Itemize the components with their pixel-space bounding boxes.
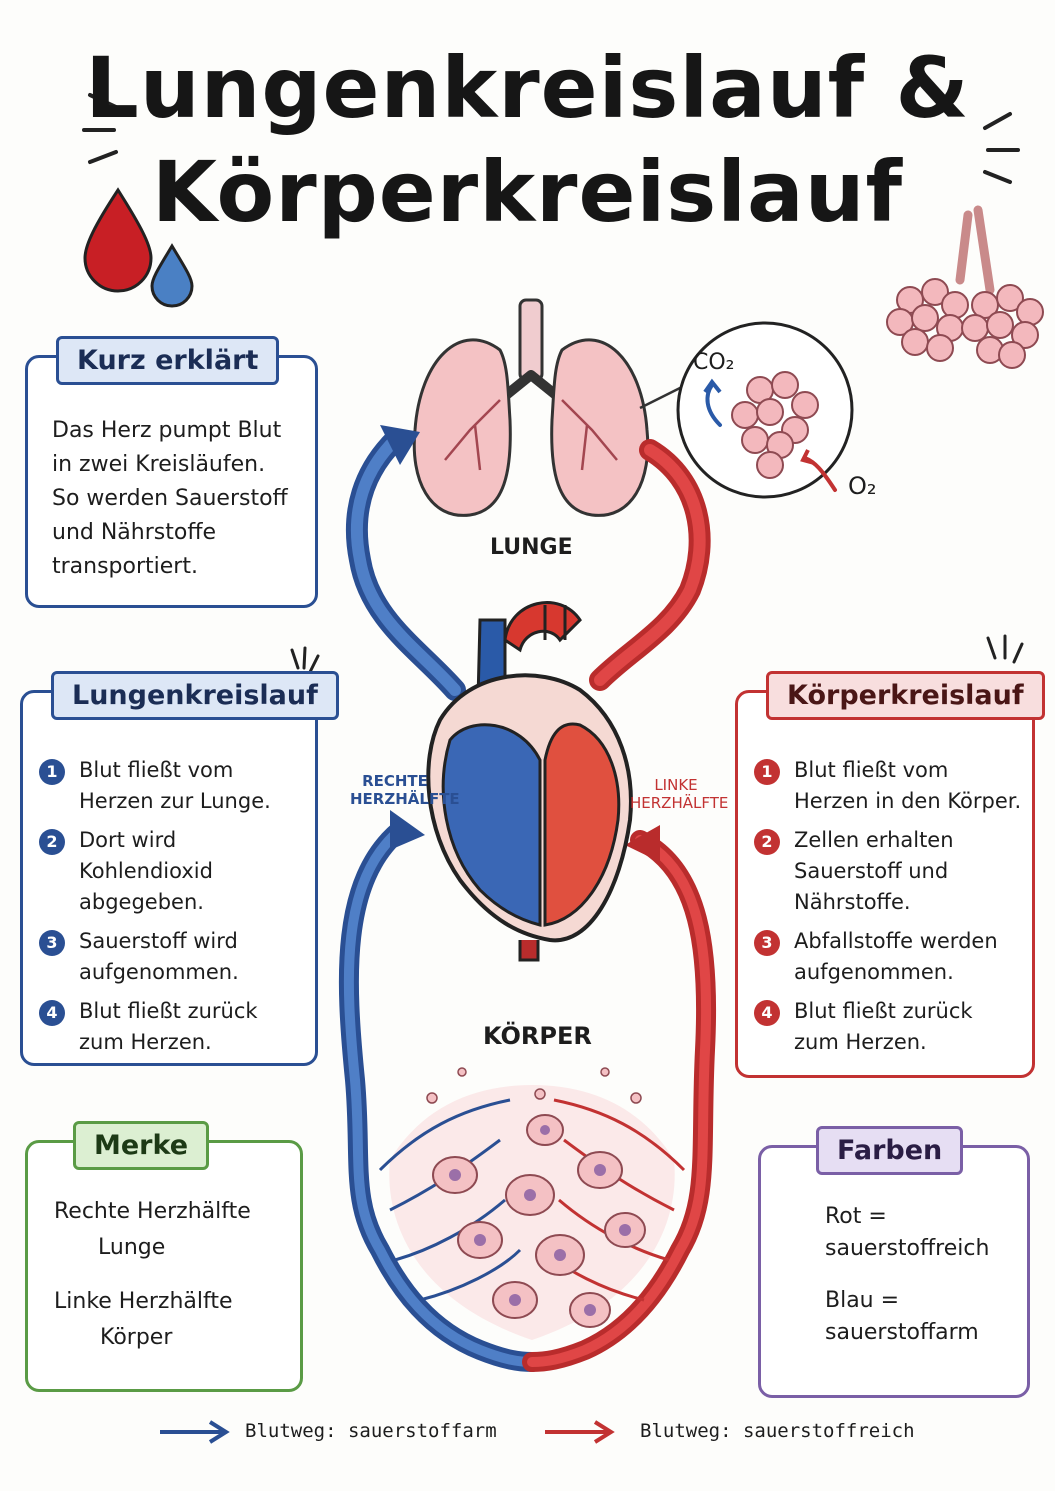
page-title-line1: Lungenkreislauf & (85, 39, 970, 137)
blue-drop-icon (150, 243, 194, 308)
alveoli-cluster-icon (886, 205, 1044, 369)
kurz-line: transportiert. (52, 554, 198, 579)
merke-arrow2: Körper (100, 1325, 173, 1350)
list-item: 4 Blut fließt zurück zum Herzen. (39, 996, 303, 1058)
linke-label-line1: LINKE (654, 776, 698, 794)
step-text: Abfallstoffe werden aufgenommen. (794, 929, 998, 984)
body-tissue (378, 1067, 686, 1340)
list-item: 1 Blut fließt vom Herzen zur Lunge. (39, 755, 303, 817)
step-number: 1 (39, 759, 65, 785)
rechte-label-line1: RECHTE (362, 772, 428, 790)
legend-blue-arrow (160, 1420, 230, 1444)
koerperkreislauf-box: Körperkreislauf 1 Blut fließt vom Herzen … (735, 671, 1045, 1078)
koerper-label: KÖRPER (483, 1022, 592, 1050)
lunge-label: LUNGE (490, 535, 573, 560)
merke-heading: Merke (73, 1121, 210, 1170)
rechte-herzhaelfte-label: RECHTE HERZHÄLFTE (350, 772, 460, 808)
step-text: Blut fließt zurück zum Herzen. (794, 999, 973, 1054)
list-item: 3 Abfallstoffe werden aufgenommen. (754, 926, 1024, 988)
rechte-label-line2: HERZHÄLFTE (350, 790, 460, 808)
koerperkreislauf-heading: Körperkreislauf (766, 671, 1045, 720)
farben-box: Farben Rot = sauerstoffreich Blau = saue… (758, 1126, 1030, 1398)
list-item: 1 Blut fließt vom Herzen in den Körper. (754, 755, 1024, 817)
legend-red-arrow (545, 1420, 615, 1444)
merke-line2: Linke Herzhälfte (54, 1289, 233, 1314)
lungenkreislauf-steps: 1 Blut fließt vom Herzen zur Lunge. 2 Dort… (39, 755, 303, 1066)
title-strokes (82, 93, 1020, 184)
linke-herzhaelfte-label: LINKE HERZHÄLFTE (630, 776, 729, 812)
step-text: Zellen erhalten Sauerstoff und Nährstoff… (794, 828, 954, 914)
list-item: 4 Blut fließt zurück zum Herzen. (754, 996, 1024, 1058)
red-drop-icon (83, 187, 153, 293)
step-text: Blut fließt vom Herzen zur Lunge. (79, 758, 271, 813)
lungenkreislauf-box: Lungenkreislauf 1 Blut fließt vom Herzen … (20, 671, 339, 1066)
o2-label: O₂ (848, 472, 877, 500)
step-number: 4 (39, 1000, 65, 1026)
step-text: Blut fließt vom Herzen in den Körper. (794, 758, 1022, 813)
zoom-line (639, 386, 681, 410)
kurz-erklaert-text: Das Herz pumpt Blut in zwei Kreisläufen.… (52, 414, 288, 584)
co2-label: CO₂ (693, 350, 735, 375)
lungs-icon (412, 298, 650, 517)
kurz-line: in zwei Kreisläufen. (52, 452, 266, 477)
step-number: 3 (39, 930, 65, 956)
legend-red-text: Blutweg: sauerstoffreich (640, 1420, 915, 1442)
alveoli-zoom-icon (731, 371, 819, 479)
step-text: Dort wird Kohlendioxid abgegeben. (79, 828, 213, 914)
merke-arrow1: Lunge (98, 1235, 166, 1260)
farben-rot-1: Rot = (825, 1204, 887, 1229)
list-item: 2 Dort wird Kohlendioxid abgegeben. (39, 825, 303, 918)
merke-line1: Rechte Herzhälfte (54, 1199, 251, 1224)
kurz-line: Das Herz pumpt Blut (52, 418, 282, 443)
farben-blau-1: Blau = (825, 1288, 900, 1313)
page-title-line2: Körperkreislauf (151, 143, 904, 241)
step-text: Blut fließt zurück zum Herzen. (79, 999, 258, 1054)
list-item: 2 Zellen erhalten Sauerstoff und Nährstof… (754, 825, 1024, 918)
step-number: 3 (754, 930, 780, 956)
step-number: 4 (754, 1000, 780, 1026)
farben-rot-2: sauerstoffreich (825, 1236, 990, 1261)
step-number: 2 (39, 829, 65, 855)
kurz-erklaert-heading: Kurz erklärt (56, 336, 280, 385)
step-number: 2 (754, 829, 780, 855)
farben-blau-2: sauerstoffarm (825, 1320, 979, 1345)
list-item: 3 Sauerstoff wird aufgenommen. (39, 926, 303, 988)
koerperkreislauf-steps: 1 Blut fließt vom Herzen in den Körper. 2… (754, 755, 1024, 1066)
kurz-line: So werden Sauerstoff (52, 486, 288, 511)
heart-icon (426, 601, 633, 962)
kurz-erklaert-box: Kurz erklärt Das Herz pumpt Blut in zwei… (25, 336, 318, 608)
step-number: 1 (754, 759, 780, 785)
step-text: Sauerstoff wird aufgenommen. (79, 929, 239, 984)
farben-heading: Farben (816, 1126, 964, 1175)
lungenkreislauf-heading: Lungenkreislauf (51, 671, 339, 720)
kurz-line: und Nährstoffe (52, 520, 217, 545)
linke-label-line2: HERZHÄLFTE (630, 794, 729, 812)
merke-box: Merke Rechte Herzhälfte Lunge Linke Herz… (25, 1121, 303, 1392)
legend-blue-text: Blutweg: sauerstoffarm (245, 1420, 497, 1442)
